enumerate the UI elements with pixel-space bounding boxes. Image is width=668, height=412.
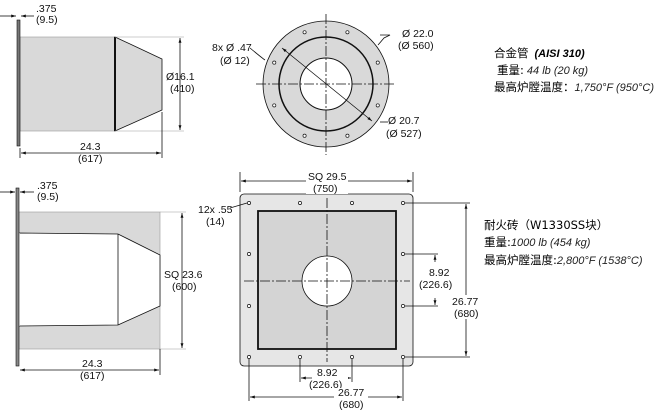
brick-front-view: SQ 29.5 (750) 12x .55 (14) 8.92 (226.6) … xyxy=(198,171,483,412)
bolt-hole xyxy=(272,103,277,108)
alloy-weight-label: 重量: xyxy=(497,63,524,77)
bolt-hole xyxy=(345,30,350,35)
flange-thickness-mm-label: (9.5) xyxy=(36,14,58,26)
flange-thickness-label: .375 xyxy=(36,3,57,15)
bolt-hole xyxy=(401,201,405,205)
diameter-mm-label: (410) xyxy=(170,83,195,95)
bolt-hole xyxy=(345,133,350,138)
bolt-hole xyxy=(350,355,354,359)
bolt-hole xyxy=(298,355,302,359)
svg-text:最高炉膛温度：1,750°F (950°C): 最高炉膛温度：1,750°F (950°C) xyxy=(494,80,654,94)
vertical-span-mm-label: (680) xyxy=(454,308,479,320)
flange-thickness-label: .375 xyxy=(37,180,58,192)
flange-thickness-mm-label: (9.5) xyxy=(37,191,59,203)
svg-text:最高炉膛温度:2,800°F (1538°C): 最高炉膛温度:2,800°F (1538°C) xyxy=(484,253,643,267)
horizontal-spacing-label: 8.92 xyxy=(317,367,338,379)
bolt-circle-label: Ø 20.7 xyxy=(388,115,420,127)
bolt-hole xyxy=(401,252,405,256)
bolt-holes-label: 12x .55 xyxy=(198,204,233,216)
flange xyxy=(16,19,21,147)
brick-spec-block: 耐火砖（W1330SS块） 重量:1000 lb (454 kg) 最高炉膛温度… xyxy=(484,218,643,267)
brick-weight-value: 1000 lb (454 kg) xyxy=(511,237,591,249)
bolt-hole xyxy=(350,201,354,205)
alloy-tube-side-view: .375 (9.5) Ø16.1 (410) 24.3 (617) xyxy=(0,3,195,165)
brick-weight-label: 重量: xyxy=(484,235,511,249)
brick-temp-value: 2,800°F (1538°C) xyxy=(556,255,643,267)
alloy-spec-block: 合金管 (AISI 310) 重量: 44 lb (20 kg) 最高炉膛温度：1… xyxy=(494,46,654,94)
length-label: 24.3 xyxy=(82,358,103,370)
brick-side-view: .375 (9.5) SQ 23.6 (600) 24.3 (617) xyxy=(0,180,203,382)
svg-text:重量:1000 lb (454 kg): 重量:1000 lb (454 kg) xyxy=(484,235,591,249)
svg-text:合金管(AISI 310): 合金管 (AISI 310) xyxy=(494,46,585,60)
alloy-weight-value: 44 lb (20 kg) xyxy=(524,65,589,77)
bolt-hole xyxy=(401,355,405,359)
alloy-flange-front-view: 8x Ø .47 (Ø 12) Ø 22.0 (Ø 560) Ø 20.7 (Ø… xyxy=(212,14,434,155)
bolt-hole xyxy=(401,304,405,308)
bolt-hole xyxy=(302,133,307,138)
length-mm-label: (617) xyxy=(80,370,105,382)
alloy-material: (AISI 310) xyxy=(535,48,585,60)
bolt-hole xyxy=(272,60,277,65)
bolt-hole xyxy=(247,355,251,359)
diameter-label: Ø16.1 xyxy=(166,71,195,83)
vertical-spacing-label: 8.92 xyxy=(429,267,450,279)
alloy-temp-label: 最高炉膛温度： xyxy=(494,80,575,94)
bolt-hole xyxy=(247,201,251,205)
bolt-holes-mm-label: (14) xyxy=(206,216,225,228)
horizontal-span-mm-label: (680) xyxy=(339,399,364,411)
bolt-hole xyxy=(302,30,307,35)
outer-diameter-label: Ø 22.0 xyxy=(402,28,434,40)
plate-square-label: SQ 29.5 xyxy=(308,171,347,183)
bolt-hole xyxy=(298,201,302,205)
length-mm-label: (617) xyxy=(78,153,103,165)
plate-square-mm-label: (750) xyxy=(313,183,338,195)
bolt-holes-label: 8x Ø .47 xyxy=(212,42,252,54)
length-label: 24.3 xyxy=(80,141,101,153)
vertical-span-label: 26.77 xyxy=(452,296,478,308)
bolt-holes-mm-label: (Ø 12) xyxy=(220,55,250,67)
bolt-hole xyxy=(247,252,251,256)
flange xyxy=(15,187,20,367)
brick-temp-label: 最高炉膛温度: xyxy=(484,253,557,267)
square-label: SQ 23.6 xyxy=(164,269,203,281)
horizontal-span-label: 26.77 xyxy=(338,387,364,399)
vertical-spacing-mm-label: (226.6) xyxy=(419,279,452,291)
brick-title: 耐火砖（W1330SS块） xyxy=(484,218,608,232)
svg-text:重量: 44 lb (20 kg): 重量: 44 lb (20 kg) xyxy=(497,63,588,77)
square-mm-label: (600) xyxy=(172,281,197,293)
horizontal-spacing-mm-label: (226.6) xyxy=(309,379,342,391)
bolt-circle-mm-label: (Ø 527) xyxy=(386,128,422,140)
outer-diameter-mm-label: (Ø 560) xyxy=(398,40,434,52)
bolt-hole xyxy=(247,304,251,308)
alloy-title: 合金管 xyxy=(494,46,529,60)
alloy-temp-value: 1,750°F (950°C) xyxy=(575,82,655,94)
bolt-hole xyxy=(375,60,380,65)
bolt-hole xyxy=(375,103,380,108)
